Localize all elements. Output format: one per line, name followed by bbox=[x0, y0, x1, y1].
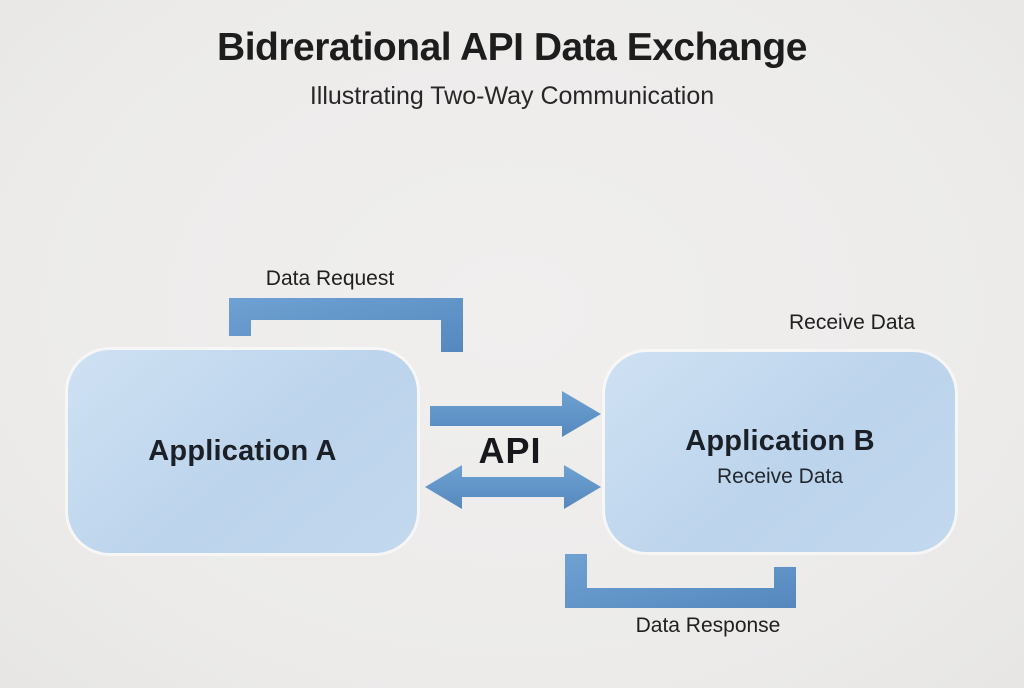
label-receive-data: Receive Data bbox=[788, 311, 916, 334]
arrow-b-to-a-icon bbox=[425, 465, 601, 509]
page-title: Bidrerational API Data Exchange bbox=[217, 26, 807, 69]
label-data-request: Data Request bbox=[265, 267, 395, 290]
label-data-response: Data Response bbox=[635, 614, 781, 637]
data-request-bracket bbox=[229, 298, 463, 352]
node-a-label: Application A bbox=[148, 435, 337, 467]
node-application-b: Application B Receive Data bbox=[605, 352, 955, 552]
node-application-a: Application A bbox=[68, 350, 417, 553]
arrow-a-to-b-icon bbox=[430, 391, 601, 437]
data-response-bracket bbox=[565, 554, 796, 608]
page-subtitle: Illustrating Two-Way Communication bbox=[309, 82, 715, 110]
node-b-sublabel: Receive Data bbox=[716, 465, 844, 488]
api-label: API bbox=[478, 430, 542, 471]
node-b-label: Application B bbox=[685, 425, 875, 457]
